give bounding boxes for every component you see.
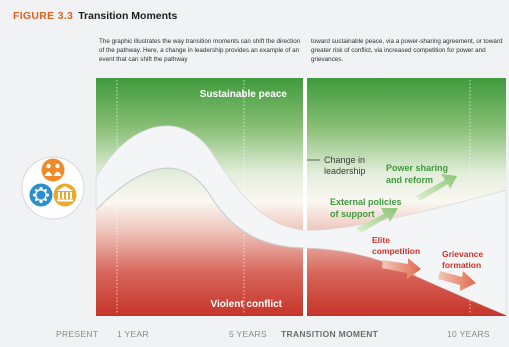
arrow-elite-competition: [382, 258, 421, 279]
label-elite-competition-2: competition: [372, 246, 420, 256]
transition-divider: [303, 78, 307, 316]
timeline-transition-moment: TRANSITION MOMENT: [281, 329, 379, 339]
label-change-in-leadership-2: leadership: [324, 166, 366, 176]
icon-cluster: [21, 156, 85, 220]
label-external-policies-1: External policies: [330, 197, 402, 207]
figure-number: FIGURE 3.3: [13, 10, 74, 22]
global-network-icon: [29, 183, 53, 207]
timeline-1-year: 1 YEAR: [117, 329, 149, 339]
arrow-external-policies: [356, 208, 398, 233]
label-grievance-formation-1: Grievance: [442, 249, 483, 259]
zone-label-sustainable-peace: Sustainable peace: [200, 89, 288, 100]
institution-icon: [53, 183, 77, 207]
figure-title: FIGURE 3.3 Transition Moments: [13, 10, 177, 22]
timeline-present: PRESENT: [56, 329, 98, 339]
timeline-10-years: 10 YEARS: [447, 329, 490, 339]
arrow-power-sharing: [416, 174, 457, 201]
pathway-band-shadow: [95, 167, 304, 249]
people-icon: [41, 158, 65, 182]
label-power-sharing-1: Power sharing: [386, 163, 448, 173]
intro-text-left: The graphic illustrates the way transiti…: [99, 38, 301, 64]
label-change-in-leadership-1: Change in: [324, 155, 365, 165]
arrow-grievance-formation: [438, 271, 476, 291]
intro-text-right: toward sustainable peace, via a power-sh…: [311, 38, 503, 64]
label-power-sharing-2: and reform: [386, 175, 433, 185]
label-grievance-formation-2: formation: [442, 260, 481, 270]
timeline-5-years: 5 YEARS: [229, 329, 267, 339]
figure-name: Transition Moments: [78, 10, 178, 22]
zone-label-violent-conflict: Violent conflict: [211, 299, 283, 310]
label-external-policies-2: of support: [330, 209, 375, 219]
pathway-background-left: [96, 78, 303, 316]
label-elite-competition-1: Elite: [372, 235, 390, 245]
